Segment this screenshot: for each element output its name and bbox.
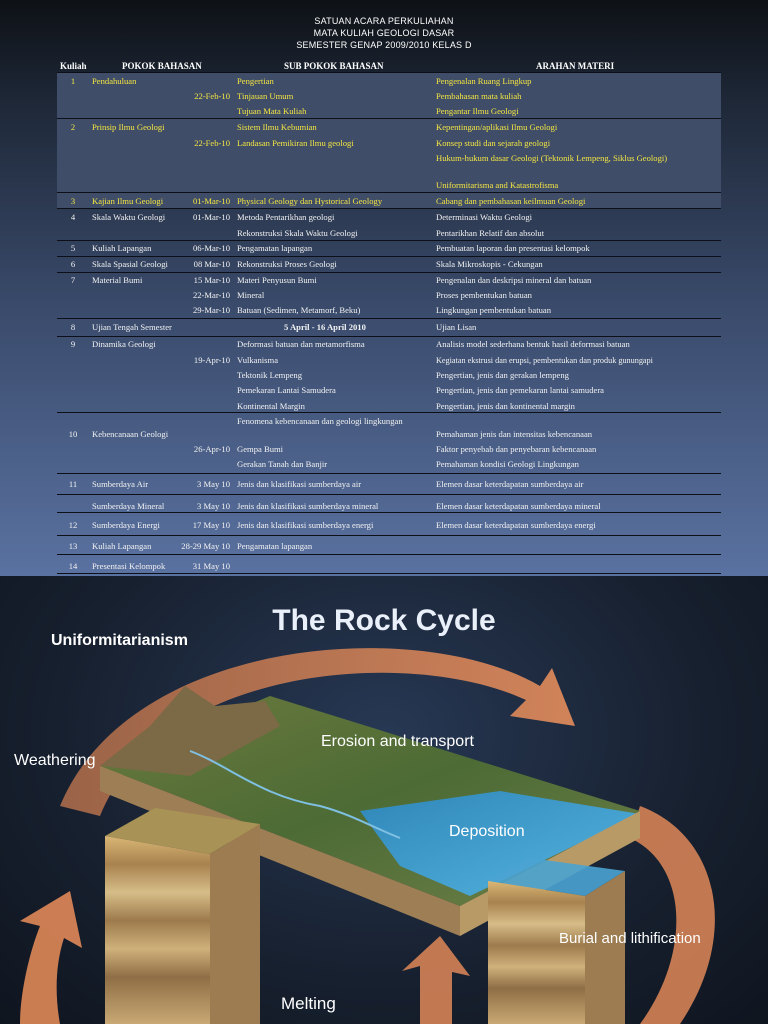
semester-class: SEMESTER GENAP 2009/2010 KELAS D xyxy=(296,40,472,50)
label-uniformitarianism: Uniformitarianism xyxy=(51,632,188,649)
highlight-rows-1-3 xyxy=(57,72,721,192)
label-burial-lithification: Burial and lithification xyxy=(559,930,701,947)
course-name: MATA KULIAH GEOLOGI DASAR xyxy=(313,28,455,38)
rock-cycle-title: The Rock Cycle xyxy=(272,604,496,637)
mountain xyxy=(100,686,280,776)
rock-cycle-illustration xyxy=(20,648,715,1024)
syllabus-slide: SATUAN ACARA PERKULIAHAN MATA KULIAH GEO… xyxy=(0,0,768,576)
rock-column-left-side xyxy=(210,824,260,1024)
rock-column-right-side xyxy=(585,871,625,1024)
rock-cycle-slide: The Rock Cycle Uniformitarianism Weather… xyxy=(0,576,768,1024)
col-arahan-materi: ARAHAN MATERI xyxy=(536,61,615,71)
rock-column-right-front xyxy=(488,881,585,1024)
sea-surface xyxy=(360,791,640,896)
rock-column-left-front xyxy=(105,836,210,1024)
syllabus-title: SATUAN ACARA PERKULIAHAN xyxy=(314,16,454,26)
rock-column-right-top xyxy=(488,858,625,896)
col-sub-pokok-bahasan: SUB POKOK BAHASAN xyxy=(284,61,384,71)
cycle-arrow-left xyxy=(20,891,82,1024)
col-kuliah: Kuliah xyxy=(60,61,87,71)
label-melting: Melting xyxy=(281,994,336,1013)
label-weathering: Weathering xyxy=(14,752,96,769)
rock-column-left-top xyxy=(105,808,260,854)
label-erosion-transport: Erosion and transport xyxy=(321,733,474,750)
label-deposition: Deposition xyxy=(449,823,525,840)
highlight-row-3 xyxy=(57,192,721,208)
slab-side xyxy=(100,766,460,936)
col-pokok-bahasan: POKOK BAHASAN xyxy=(122,61,202,71)
cycle-arrow-bottom xyxy=(402,936,470,1024)
cycle-arrow-right xyxy=(630,806,715,1024)
river xyxy=(189,750,401,839)
